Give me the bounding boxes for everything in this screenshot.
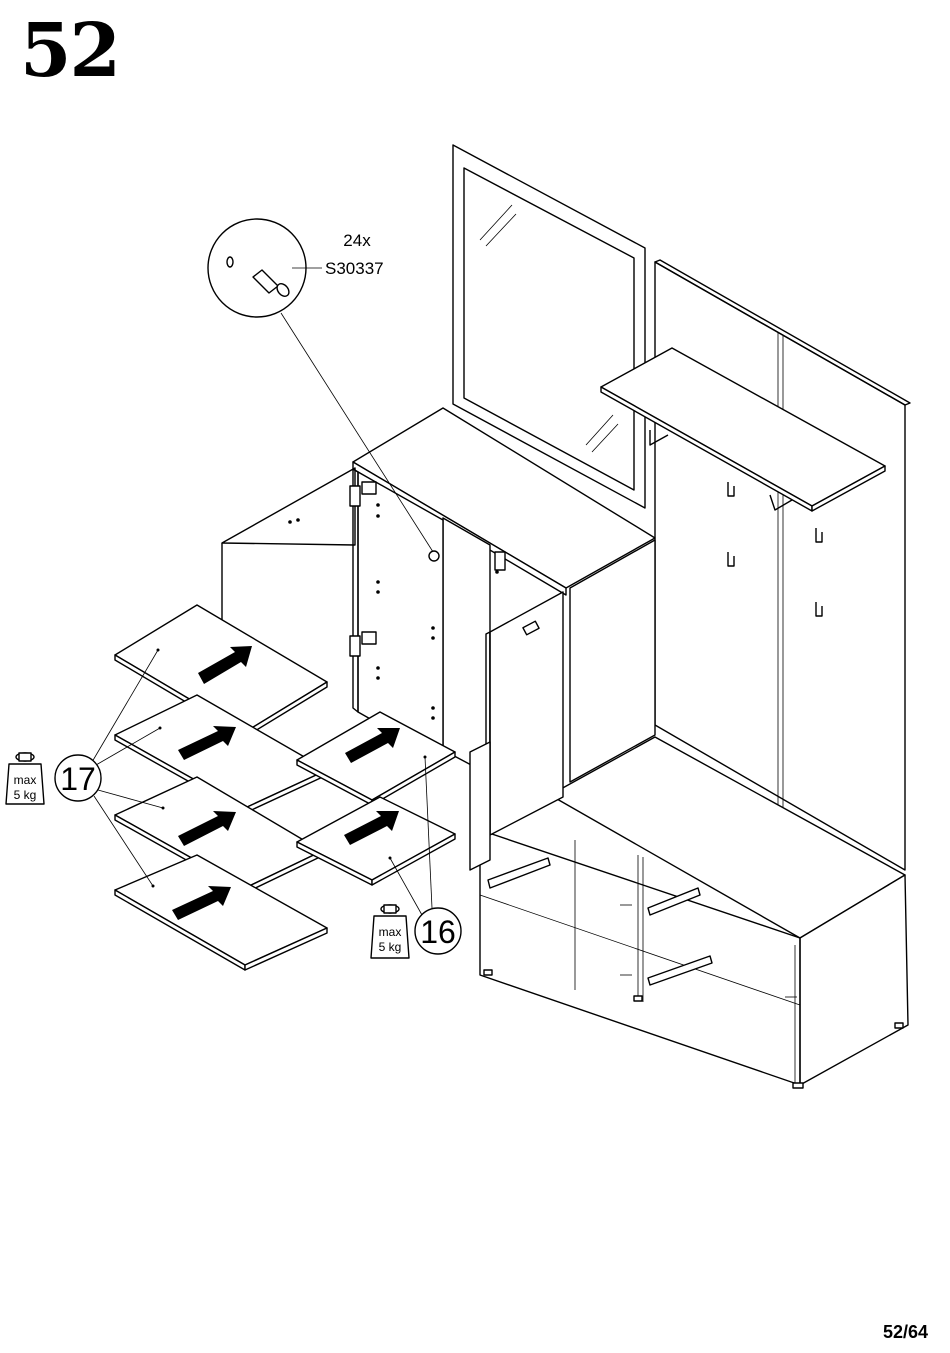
- part-label-16: 16: [415, 908, 461, 954]
- hardware-code: S30337: [325, 259, 384, 278]
- load-line-1-17: max: [14, 773, 37, 787]
- part-label-17: 17: [55, 755, 101, 801]
- load-line-2-16: 5 kg: [379, 940, 402, 954]
- shelf-17-d: [115, 855, 327, 970]
- shelves-17: [115, 605, 327, 970]
- part-number-16: 16: [420, 914, 456, 950]
- part-number-17: 17: [60, 761, 96, 797]
- load-line-2-17: 5 kg: [14, 788, 37, 802]
- side-panel: [470, 742, 490, 870]
- hardware-quantity: 24x: [343, 231, 371, 250]
- load-line-1-16: max: [379, 925, 402, 939]
- cabinet-door: [486, 592, 563, 835]
- weight-icon: max 5 kg: [371, 905, 409, 958]
- shelf-16-b: [297, 797, 455, 885]
- page-counter: 52/64: [883, 1322, 928, 1343]
- weight-icon: max 5 kg: [6, 753, 44, 804]
